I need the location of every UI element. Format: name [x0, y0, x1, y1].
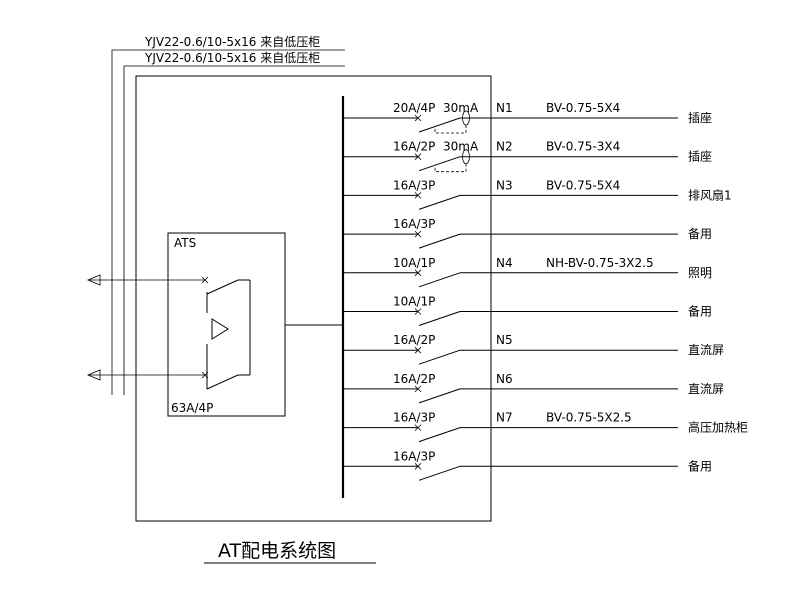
breaker-rating: 16A/2P: [393, 372, 435, 386]
cable-spec: BV-0.75-5X4: [546, 178, 620, 192]
breaker-contact: [418, 388, 461, 404]
branch-circuit: 16A/3P 备用: [343, 217, 712, 249]
cable-spec: NH-BV-0.75-3X2.5: [546, 256, 654, 270]
load-name: 高压加热柜: [688, 420, 748, 435]
breaker-cross-icon: [414, 114, 422, 122]
branch-circuit: 10A/1P N4 NH-BV-0.75-3X2.5 照明: [343, 256, 712, 288]
incoming-cable-1: YJV22-0.6/10-5x16 来自低压柜: [111, 35, 345, 395]
breaker-rating: 16A/3P: [393, 449, 435, 463]
breaker-rating: 16A/3P: [393, 411, 435, 425]
breaker-cross-icon: [414, 230, 422, 238]
breaker-cross-icon: [414, 192, 422, 199]
load-name: 直流屏: [688, 343, 724, 357]
circuit-number: N6: [496, 372, 513, 386]
branch-circuit: 16A/2P N6 直流屏: [343, 372, 724, 404]
breaker-cross-icon: [414, 153, 422, 160]
rcd-rating: 30mA: [443, 101, 479, 115]
circuit-number: N7: [496, 411, 513, 425]
load-name: 照明: [688, 266, 712, 280]
breaker-contact: [418, 465, 461, 481]
incoming-cable-2: YJV22-0.6/10-5x16 来自低压柜: [123, 51, 345, 395]
circuit-number: N2: [496, 140, 513, 154]
rcd-trip-link: [434, 125, 467, 134]
interlock-triangle-icon: [211, 318, 229, 340]
rcd-rating: 30mA: [443, 140, 479, 154]
load-name: 备用: [688, 305, 712, 319]
cable-spec: BV-0.75-5X4: [546, 101, 620, 115]
cable-spec: BV-0.75-3X4: [546, 140, 620, 154]
breaker-rating: 16A/2P: [393, 140, 435, 154]
ats-box: [167, 232, 286, 417]
breaker-contact: [418, 233, 461, 249]
ats-label: ATS: [174, 236, 196, 250]
cable-spec: BV-0.75-5X2.5: [546, 411, 632, 425]
load-name: 备用: [688, 227, 712, 241]
circuit-number: N5: [496, 333, 513, 347]
breaker-rating: 10A/1P: [393, 295, 435, 309]
branch-circuit: 16A/3P 备用: [343, 449, 712, 481]
breaker-contact: [418, 117, 461, 133]
breaker-cross-icon: [414, 308, 422, 315]
diagram-title: AT配电系统图: [218, 540, 336, 562]
breaker-cross-icon: [414, 385, 422, 393]
incoming-cable-1-label: YJV22-0.6/10-5x16 来自低压柜: [144, 35, 320, 49]
breaker-contact: [418, 311, 461, 326]
load-name: 插座: [688, 149, 712, 164]
breaker-contact: [418, 427, 461, 443]
ats-unit: ATS 63A/4P: [86, 232, 343, 417]
breaker-contact: [418, 194, 461, 210]
breaker-contact: [418, 156, 461, 172]
ats-contact-1: [206, 279, 239, 295]
breaker-cross-icon: [414, 424, 422, 431]
breaker-cross-icon: [414, 346, 422, 354]
branch-circuit: 16A/2P 30mA N2 BV-0.75-3X4 插座: [343, 140, 712, 173]
load-name: 插座: [688, 110, 712, 125]
breaker-contact: [418, 272, 461, 288]
circuit-number: N4: [496, 256, 513, 270]
load-name: 排风扇1: [688, 187, 732, 202]
circuit-number: N3: [496, 178, 513, 192]
branch-circuit: 16A/3P N7 BV-0.75-5X2.5 高压加热柜: [343, 411, 748, 443]
panel-enclosure: [135, 75, 492, 522]
load-name: 备用: [688, 459, 712, 473]
incoming-cable-2-label: YJV22-0.6/10-5x16 来自低压柜: [144, 51, 320, 65]
breaker-rating: 16A/3P: [393, 217, 435, 231]
branch-circuit: 20A/4P 30mA N1 BV-0.75-5X4 插座: [343, 101, 712, 134]
breaker-rating: 20A/4P: [393, 101, 435, 115]
branch-circuit: 10A/1P 备用: [343, 295, 712, 326]
breaker-cross-icon: [414, 269, 422, 277]
breaker-contact: [418, 349, 461, 365]
breaker-cross-icon: [414, 463, 422, 470]
branch-circuit: 16A/2P N5 直流屏: [343, 333, 724, 365]
circuit-number: N1: [496, 101, 513, 115]
ats-contact-2: [206, 374, 239, 390]
incoming-cables: YJV22-0.6/10-5x16 来自低压柜 YJV22-0.6/10-5x1…: [111, 35, 345, 395]
breaker-rating: 16A/2P: [393, 333, 435, 347]
breaker-rating: 10A/1P: [393, 256, 435, 270]
load-name: 直流屏: [688, 382, 724, 396]
branch-circuit: 16A/3P N3 BV-0.75-5X4 排风扇1: [343, 178, 732, 210]
rcd-trip-link: [434, 163, 467, 173]
source-1-cross-icon: [201, 276, 209, 284]
breaker-rating: 16A/3P: [393, 178, 435, 192]
ats-rating: 63A/4P: [171, 401, 213, 415]
